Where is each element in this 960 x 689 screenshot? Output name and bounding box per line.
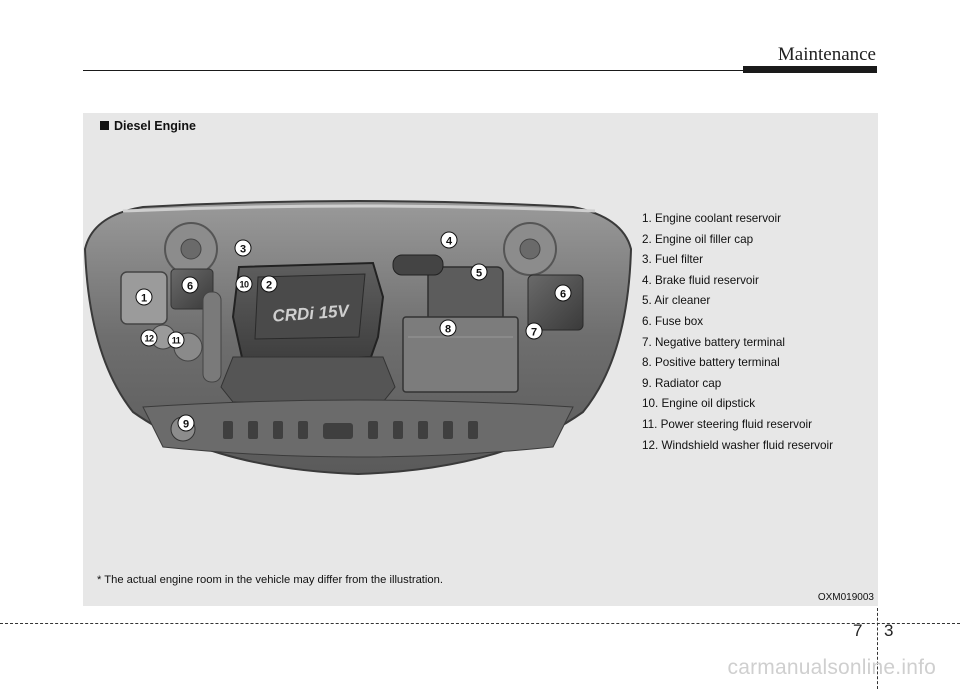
- legend-item: 8. Positive battery terminal: [642, 356, 780, 370]
- callout-10-label: 10: [239, 280, 249, 290]
- battery: [402, 316, 519, 393]
- callout-2-label: 2: [266, 280, 272, 292]
- header-rule-accent: [743, 66, 877, 73]
- callout-12: 12: [140, 329, 158, 347]
- callout-1-label: 1: [141, 293, 147, 305]
- callout-3-label: 3: [240, 244, 246, 256]
- callout-11: 11: [167, 331, 185, 349]
- legend-item: 10. Engine oil dipstick: [642, 397, 756, 411]
- callout-8: 8: [439, 319, 457, 337]
- right-fuse-box: [527, 274, 584, 331]
- hood-edge: [122, 204, 596, 213]
- page-number-divider: [877, 608, 878, 689]
- callout-5-label: 5: [476, 268, 482, 280]
- legend-item: 7. Negative battery terminal: [642, 335, 785, 349]
- callout-11-label: 11: [172, 336, 181, 346]
- callout-4: 4: [440, 231, 458, 249]
- page-header-title: Maintenance: [777, 44, 876, 65]
- legend-item: 11. Power steering fluid reservoir: [642, 417, 812, 431]
- callout-8-label: 8: [445, 324, 451, 336]
- callout-9: 9: [177, 414, 195, 432]
- callout-4-label: 4: [446, 236, 453, 248]
- callout-1: 1: [135, 288, 153, 306]
- left-strut-cap: [180, 238, 202, 260]
- legend-item: 6. Fuse box: [642, 314, 704, 328]
- legend-item: 3. Fuel filter: [642, 253, 704, 267]
- callout-5: 5: [470, 263, 488, 281]
- chapter-number: 7: [853, 621, 863, 640]
- engine-bay-illustration: CRDi 15V 1 2 3 4 5 6 6 7 8 9 10 11 12: [83, 200, 633, 476]
- figure-code: OXM019003: [817, 592, 874, 603]
- callout-2: 2: [260, 275, 278, 293]
- legend-item: 2. Engine oil filler cap: [642, 232, 754, 246]
- callout-7-label: 7: [531, 327, 537, 339]
- component-legend: 1. Engine coolant reservoir 2. Engine oi…: [642, 209, 833, 456]
- callout-6-right: 6: [554, 284, 572, 302]
- callout-6-left: 6: [181, 276, 199, 294]
- section-title: Diesel Engine: [100, 119, 196, 133]
- legend-item: 4. Brake fluid reservoir: [642, 273, 759, 287]
- callout-3: 3: [234, 239, 252, 257]
- engine-block: [220, 356, 396, 403]
- page-number: 3: [884, 621, 894, 640]
- footer-rule: [0, 623, 960, 624]
- callout-6-left-label: 6: [187, 281, 193, 293]
- watermark: carmanualsonline.info: [727, 656, 936, 679]
- left-pipework: [202, 291, 222, 383]
- legend-item: 9. Radiator cap: [642, 376, 722, 390]
- callout-6-right-label: 6: [560, 289, 566, 301]
- header-rule: [83, 70, 743, 71]
- legend-item: 1. Engine coolant reservoir: [642, 212, 782, 225]
- callout-9-label: 9: [183, 419, 189, 431]
- air-intake-duct: [392, 254, 444, 276]
- square-bullet-icon: [100, 121, 109, 130]
- callout-10: 10: [235, 275, 253, 293]
- right-strut-cap: [519, 238, 541, 260]
- callout-12-label: 12: [144, 334, 154, 344]
- radiator-support: [142, 399, 574, 458]
- callout-7: 7: [525, 322, 543, 340]
- legend-item: 12. Windshield washer fluid reservoir: [642, 438, 833, 452]
- illustration-note: * The actual engine room in the vehicle …: [97, 574, 443, 586]
- engine-cover-panel: [254, 273, 366, 340]
- section-title-text: Diesel Engine: [114, 119, 196, 133]
- grille-slots: [223, 421, 478, 439]
- legend-item: 5. Air cleaner: [642, 294, 711, 308]
